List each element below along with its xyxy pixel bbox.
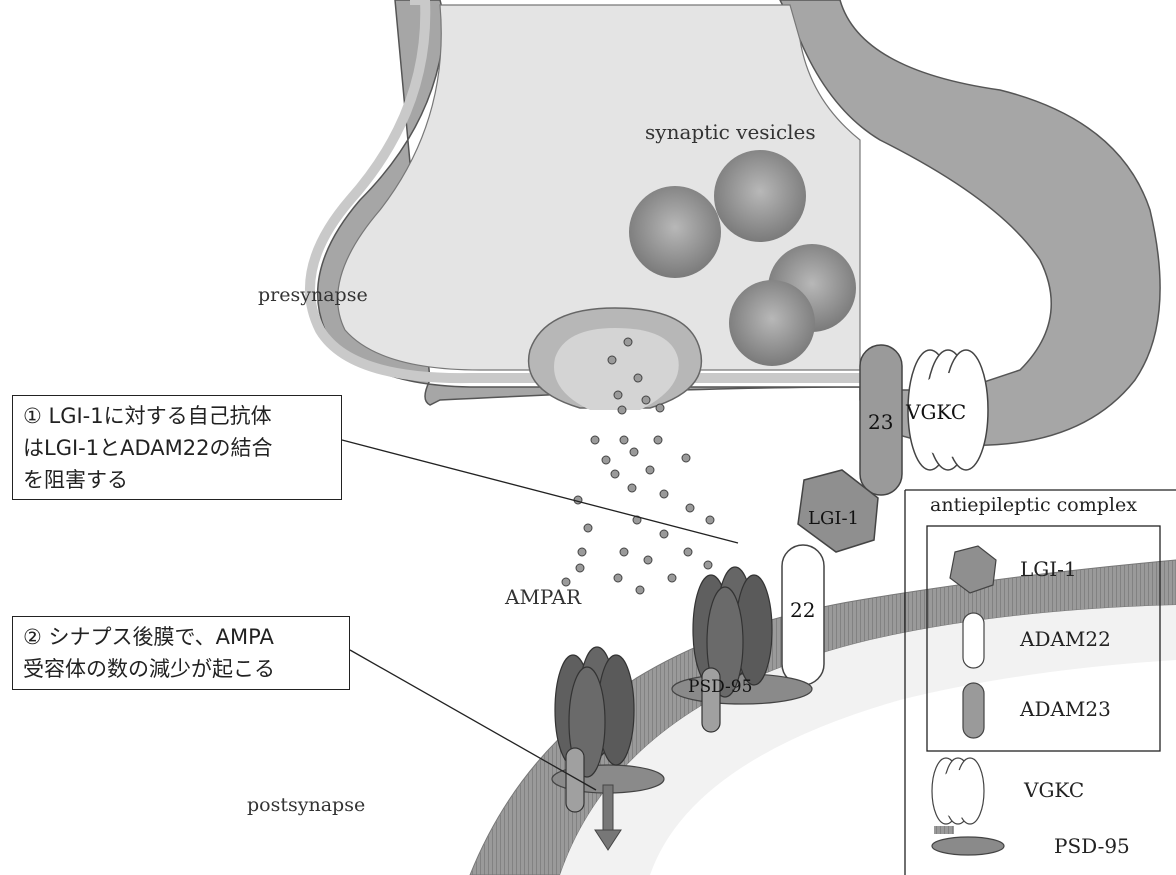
ampar-label: AMPAR [505, 585, 581, 609]
synaptic-vesicles-label: synaptic vesicles [645, 120, 816, 144]
note-box-2: ② シナプス後膜で、AMPA 受容体の数の減少が起こる [12, 616, 350, 690]
note1-leader-line [342, 440, 738, 543]
note-box-1: ① LGI-1に対する自己抗体 はLGI-1とADAM22の結合 を阻害する [12, 395, 342, 500]
note-1-line: ① LGI-1に対する自己抗体 [23, 400, 331, 432]
postsynapse-label: postsynapse [247, 794, 365, 816]
legend-item-adam23: ADAM23 [1020, 697, 1111, 721]
note-1-line: を阻害する [23, 464, 331, 496]
vgkc-label: VGKC [906, 400, 966, 424]
synaptic-vesicle [729, 280, 815, 366]
presynapse-label: presynapse [258, 284, 368, 306]
psd95-label: PSD-95 [688, 677, 752, 697]
legend-item-adam22: ADAM22 [1020, 627, 1111, 651]
synaptic-vesicle [629, 186, 721, 278]
gray-capsule-icon [963, 683, 984, 738]
note-1-line: はLGI-1とADAM22の結合 [23, 432, 331, 464]
note-2-line: ② シナプス後膜で、AMPA [23, 621, 339, 653]
psd95-disc-icon [932, 826, 1004, 855]
legend-title: antiepileptic complex [930, 494, 1137, 516]
legend-item-vgkc: VGKC [1024, 778, 1084, 802]
lgi1-label: LGI-1 [808, 508, 859, 529]
legend-item-psd95: PSD-95 [1054, 834, 1130, 858]
adam22-number-label: 22 [790, 598, 815, 622]
white-capsule-icon [963, 613, 984, 668]
synaptic-vesicle [714, 150, 806, 242]
adam23-number-label: 23 [868, 410, 893, 434]
note-2-line: 受容体の数の減少が起こる [23, 653, 339, 685]
vgkc-cluster-icon [932, 758, 984, 824]
legend-item-lgi1: LGI-1 [1020, 557, 1077, 581]
